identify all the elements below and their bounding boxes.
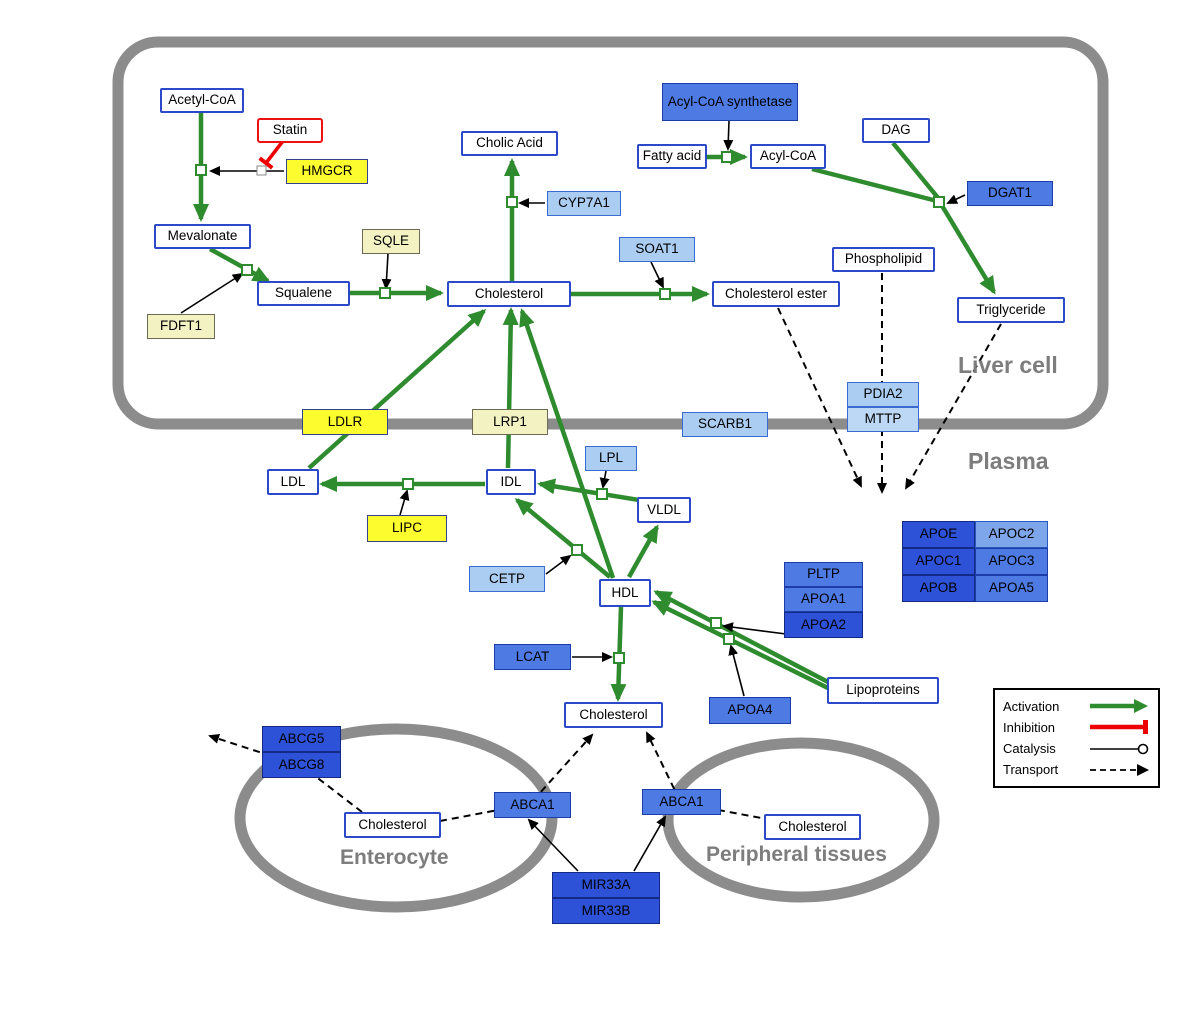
legend-transport: Transport: [1003, 760, 1150, 780]
node-abcg5[interactable]: ABCG5: [262, 726, 341, 752]
node-cholic-acid[interactable]: Cholic Acid: [461, 131, 558, 156]
legend-inhibition: Inhibition: [1003, 717, 1150, 737]
node-abca1-peripheral[interactable]: ABCA1: [642, 789, 721, 815]
legend-catalysis: Catalysis: [1003, 739, 1150, 759]
node-mttp[interactable]: MTTP: [847, 407, 919, 432]
node-mir33b[interactable]: MIR33B: [552, 898, 660, 924]
node-lcat[interactable]: LCAT: [494, 644, 571, 670]
node-ldl[interactable]: LDL: [267, 469, 319, 495]
node-apoa4[interactable]: APOA4: [709, 697, 791, 724]
legend-activation-label: Activation: [1003, 698, 1060, 714]
node-lrp1[interactable]: LRP1: [472, 409, 548, 435]
node-hdl[interactable]: HDL: [599, 579, 651, 607]
node-cetp[interactable]: CETP: [469, 566, 545, 592]
enterocyte-label: Enterocyte: [340, 846, 449, 869]
node-sqle[interactable]: SQLE: [362, 229, 420, 254]
catalysis-edges: [180, 120, 966, 872]
liver-cell-label: Liver cell: [958, 352, 1058, 378]
node-acetyl-coa[interactable]: Acetyl-CoA: [160, 88, 244, 113]
node-lipoproteins[interactable]: Lipoproteins: [827, 677, 939, 704]
legend-inhibition-label: Inhibition: [1003, 719, 1056, 735]
node-dgat1[interactable]: DGAT1: [967, 181, 1053, 206]
node-pltp[interactable]: PLTP: [784, 562, 863, 587]
node-apoc1[interactable]: APOC1: [902, 548, 975, 575]
node-ldlr[interactable]: LDLR: [302, 409, 388, 435]
enterocyte-membrane: [234, 723, 558, 913]
node-apoe[interactable]: APOE: [902, 521, 975, 548]
legend-transport-label: Transport: [1003, 762, 1059, 778]
node-vldl[interactable]: VLDL: [637, 497, 691, 523]
node-apoc3[interactable]: APOC3: [975, 548, 1048, 575]
activation-edges: [193, 113, 996, 702]
node-lipc[interactable]: LIPC: [367, 515, 447, 542]
node-apoa5[interactable]: APOA5: [975, 575, 1048, 602]
node-dag[interactable]: DAG: [862, 118, 930, 143]
peripheral-tissues-label: Peripheral tissues: [706, 843, 887, 866]
node-fdft1[interactable]: FDFT1: [147, 314, 215, 339]
node-triglyceride[interactable]: Triglyceride: [957, 297, 1065, 323]
legend-activation: Activation: [1003, 696, 1150, 716]
inhibition-edge: [256, 139, 285, 176]
node-apoa1[interactable]: APOA1: [784, 587, 863, 612]
reaction-junctions: [195, 151, 945, 664]
plasma-label: Plasma: [968, 448, 1049, 474]
node-phospholipid[interactable]: Phospholipid: [832, 247, 935, 272]
node-cyp7a1[interactable]: CYP7A1: [547, 191, 621, 216]
node-statin[interactable]: Statin: [257, 118, 323, 143]
node-cholesterol-enterocyte[interactable]: Cholesterol: [344, 812, 441, 838]
node-soat1[interactable]: SOAT1: [619, 237, 695, 262]
node-mir33a[interactable]: MIR33A: [552, 872, 660, 898]
node-apoc2[interactable]: APOC2: [975, 521, 1048, 548]
peripheral-tissues-membrane: [662, 737, 940, 903]
node-cholesterol-liver[interactable]: Cholesterol: [447, 281, 571, 307]
node-apoa2[interactable]: APOA2: [784, 612, 863, 638]
node-squalene[interactable]: Squalene: [257, 281, 350, 306]
legend-box: Activation Inhibition Catalysis Transpor…: [993, 688, 1160, 788]
node-abcg8[interactable]: ABCG8: [262, 752, 341, 778]
liver-cell-membrane: [112, 36, 1109, 430]
catalysis-circle-glyph: [1090, 743, 1149, 754]
activation-arrow-glyph: [1090, 699, 1148, 713]
node-apob[interactable]: APOB: [902, 575, 975, 602]
node-mevalonate[interactable]: Mevalonate: [154, 224, 251, 249]
node-hmgcr[interactable]: HMGCR: [286, 159, 368, 184]
inhibition-tbar-glyph: [1090, 720, 1148, 735]
legend-catalysis-label: Catalysis: [1003, 741, 1056, 757]
node-lpl[interactable]: LPL: [585, 446, 637, 471]
node-abca1-enterocyte[interactable]: ABCA1: [494, 792, 571, 818]
node-acyl-coa-synthetase[interactable]: Acyl-CoA synthetase: [662, 83, 798, 121]
node-scarb1[interactable]: SCARB1: [682, 412, 768, 437]
node-cholesterol-peripheral[interactable]: Cholesterol: [764, 814, 861, 840]
node-acyl-coa[interactable]: Acyl-CoA: [750, 144, 826, 169]
node-pdia2[interactable]: PDIA2: [847, 382, 919, 407]
node-idl[interactable]: IDL: [486, 469, 536, 495]
node-cholesterol-plasma[interactable]: Cholesterol: [564, 702, 663, 728]
transport-arrow-glyph: [1090, 763, 1149, 776]
node-cholesterol-ester[interactable]: Cholesterol ester: [712, 281, 840, 307]
node-fatty-acid[interactable]: Fatty acid: [637, 144, 707, 169]
